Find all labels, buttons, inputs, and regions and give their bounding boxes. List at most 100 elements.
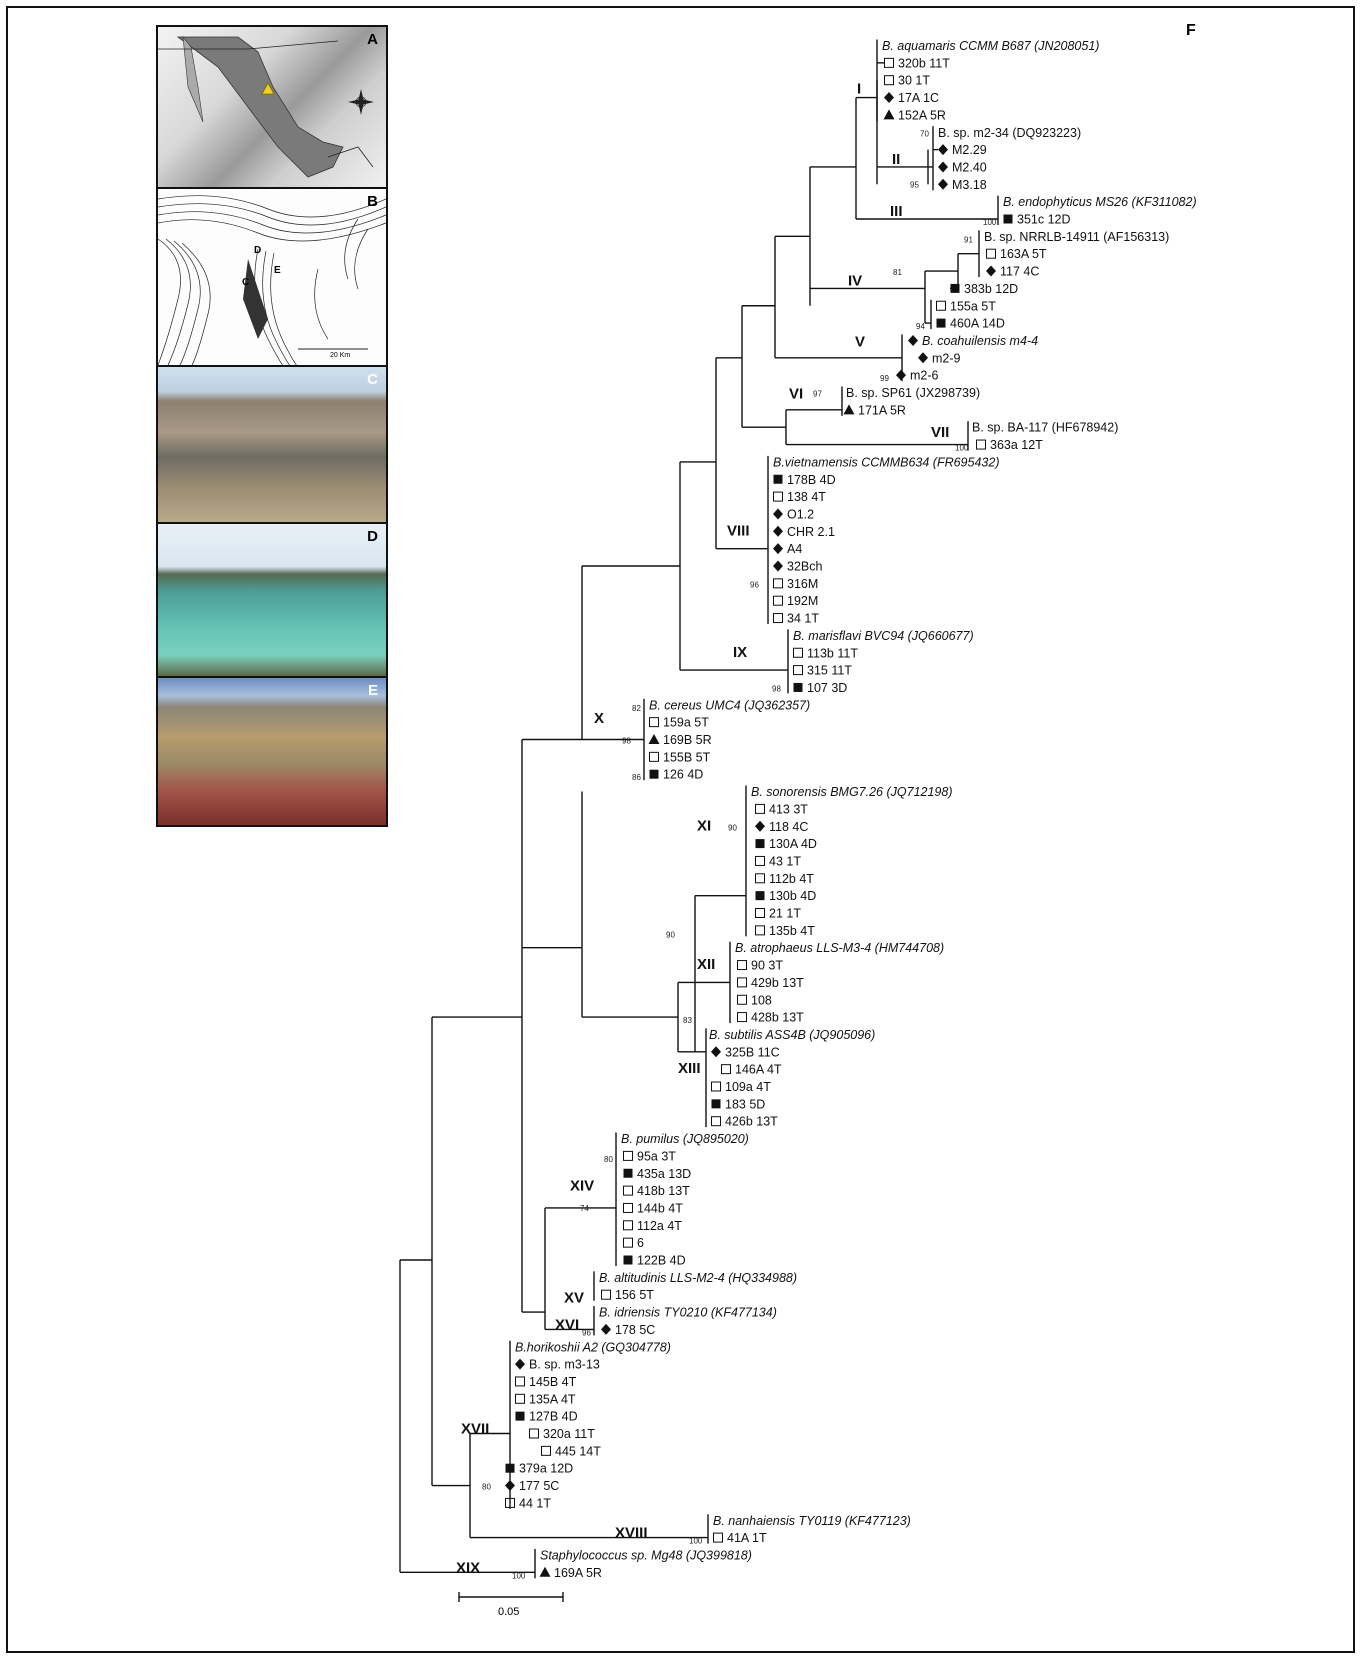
tree-leaf: 145B 4T bbox=[515, 1375, 577, 1389]
tree-leaf: 21 1T bbox=[755, 907, 801, 921]
filled-square-marker bbox=[936, 318, 946, 328]
tree-leaf: B. marisflavi BVC94 (JQ660677) bbox=[793, 629, 974, 643]
bootstrap-value: 98 bbox=[772, 684, 781, 693]
tree-leaf: 156 5T bbox=[601, 1288, 654, 1302]
tree-leaf: 43 1T bbox=[755, 854, 801, 868]
bootstrap-value: 83 bbox=[683, 1016, 692, 1025]
leaf-label: 178B 4D bbox=[787, 473, 836, 487]
triangle-marker bbox=[539, 1566, 551, 1577]
leaf-label: CHR 2.1 bbox=[787, 525, 835, 539]
map-label-d: D bbox=[254, 245, 262, 256]
bootstrap-value: 96 bbox=[582, 1328, 591, 1337]
leaf-label: A4 bbox=[787, 542, 802, 556]
diamond-marker bbox=[986, 265, 996, 277]
leaf-label: B. subtilis ASS4B (JQ905096) bbox=[709, 1028, 875, 1042]
filled-square-marker bbox=[773, 474, 783, 484]
bootstrap-value: 70 bbox=[920, 129, 929, 138]
open-square-marker bbox=[649, 751, 659, 762]
diamond-marker bbox=[773, 543, 783, 555]
tree-leaf: 41A 1T bbox=[713, 1531, 767, 1545]
leaf-label: 379a 12D bbox=[519, 1462, 573, 1476]
leaf-label: 44 1T bbox=[519, 1496, 551, 1510]
filled-square-marker bbox=[1003, 214, 1013, 224]
diamond-marker bbox=[896, 369, 906, 381]
leaf-label: 145B 4T bbox=[529, 1375, 577, 1389]
diamond-marker bbox=[938, 161, 948, 173]
diamond-marker bbox=[601, 1323, 611, 1335]
open-square-marker bbox=[755, 803, 765, 814]
filled-square-marker bbox=[623, 1168, 633, 1178]
tree-leaf: 107 3D bbox=[793, 681, 847, 695]
leaf-label: 315 11T bbox=[807, 664, 852, 678]
leaf-label: B. sp. BA-117 (HF678942) bbox=[972, 421, 1118, 435]
leaf-label: 30 1T bbox=[898, 74, 930, 88]
leaf-label: 169B 5R bbox=[663, 733, 712, 747]
open-square-marker bbox=[601, 1289, 611, 1300]
tree-leaf: M3.18 bbox=[938, 178, 987, 192]
tree-leaf: 351c 12D bbox=[1003, 213, 1071, 227]
leaf-label: 17A 1C bbox=[898, 91, 939, 105]
open-square-marker bbox=[976, 439, 986, 450]
contour-map bbox=[158, 195, 386, 365]
tree-leaf: Staphylococcus sp. Mg48 (JQ399818) bbox=[540, 1548, 752, 1562]
open-square-marker bbox=[721, 1064, 731, 1075]
diamond-marker bbox=[773, 525, 783, 537]
leaf-label: 146A 4T bbox=[735, 1063, 782, 1077]
tree-leaf: 325B 11C bbox=[711, 1045, 780, 1059]
bootstrap-value: 99 bbox=[880, 374, 889, 383]
leaf-label: B.horikoshii A2 (GQ304778) bbox=[515, 1340, 671, 1354]
filled-square-marker bbox=[711, 1099, 721, 1109]
leaf-label: 178 5C bbox=[615, 1323, 655, 1337]
leaf-label: B. aquamaris CCMM B687 (JN208051) bbox=[882, 39, 1099, 53]
tree-leaf: B. pumilus (JQ895020) bbox=[621, 1132, 749, 1146]
bootstrap-value: 98 bbox=[622, 737, 631, 746]
clade-label: XIII bbox=[678, 1060, 701, 1077]
filled-square-marker bbox=[755, 891, 765, 901]
tree-leaf: 122B 4D bbox=[623, 1254, 686, 1268]
leaf-label: B. idriensis TY0210 (KF477134) bbox=[599, 1306, 777, 1320]
diamond-marker bbox=[938, 178, 948, 190]
tree-leaf: 426b 13T bbox=[711, 1115, 778, 1129]
open-square-marker bbox=[515, 1376, 525, 1387]
leaf-label: 118 4C bbox=[769, 820, 808, 834]
leaf-label: m2-9 bbox=[932, 351, 961, 365]
leaf-label: 183 5D bbox=[725, 1097, 765, 1111]
tree-leaf: 163A 5T bbox=[986, 247, 1047, 261]
open-square-marker bbox=[773, 491, 783, 502]
open-square-marker bbox=[713, 1532, 723, 1543]
leaf-label: 127B 4D bbox=[529, 1410, 578, 1424]
tree-leaf: 192M bbox=[773, 594, 818, 608]
leaf-label: 429b 13T bbox=[751, 976, 804, 990]
clade-label: VIII bbox=[727, 522, 750, 539]
open-square-marker bbox=[623, 1150, 633, 1161]
tree-leaf: 320b 11T bbox=[884, 56, 950, 70]
leaf-label: B. coahuilensis m4-4 bbox=[922, 334, 1038, 348]
tree-leaf: M2.40 bbox=[938, 160, 987, 174]
leaf-label: B. pumilus (JQ895020) bbox=[621, 1132, 749, 1146]
compass-rose-icon bbox=[348, 89, 374, 115]
photo-e-panel: E bbox=[158, 678, 386, 825]
figure-frame bbox=[6, 6, 1355, 1653]
leaf-label: B. nanhaiensis TY0119 (KF477123) bbox=[713, 1514, 911, 1528]
tree-leaf: 117 4C bbox=[986, 265, 1039, 279]
tree-leaf: 32Bch bbox=[773, 560, 822, 574]
leaf-label: 130A 4D bbox=[769, 837, 817, 851]
panel-letter-d: D bbox=[367, 528, 378, 545]
panel-letter-c: C bbox=[367, 371, 378, 388]
tree-leaf: 130A 4D bbox=[755, 837, 817, 851]
leaf-label: 460A 14D bbox=[950, 317, 1005, 331]
topographic-map-panel: D C E 20 Km B bbox=[158, 189, 386, 367]
bootstrap-value: 74 bbox=[580, 1204, 589, 1213]
tree-leaf: 95a 3T bbox=[623, 1149, 676, 1163]
tree-leaf: 118 4C bbox=[755, 820, 808, 834]
photo-panel-column: A D C E 20 Km B C D E bbox=[156, 25, 388, 827]
open-square-marker bbox=[755, 908, 765, 918]
leaf-label: 428b 13T bbox=[751, 1011, 804, 1025]
leaf-label: 117 4C bbox=[1000, 265, 1039, 279]
tree-leaf: 183 5D bbox=[711, 1097, 765, 1111]
leaf-label: B.vietnamensis CCMMB634 (FR695432) bbox=[773, 455, 999, 469]
tree-leaf: 418b 13T bbox=[623, 1184, 690, 1198]
leaf-label: 163A 5T bbox=[1000, 247, 1047, 261]
bootstrap-value: 82 bbox=[632, 704, 641, 713]
clade-label: X bbox=[594, 710, 604, 727]
